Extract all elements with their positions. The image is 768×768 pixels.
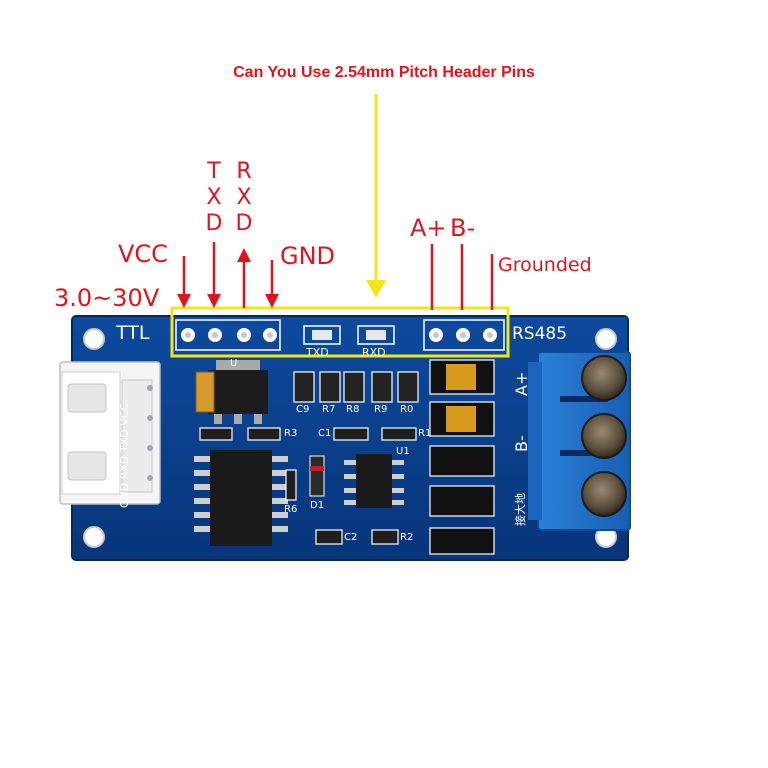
r7-silkscreen: R7	[322, 404, 336, 415]
ic-left	[194, 450, 288, 546]
r3-silkscreen: R3	[284, 428, 298, 439]
rs485-header-pins	[423, 319, 505, 351]
txd-led-silkscreen: TXD	[306, 346, 329, 359]
c9-silkscreen: C9	[296, 404, 310, 415]
jst-connector	[59, 361, 161, 505]
protection-components	[429, 359, 495, 555]
r1-silkscreen: R1	[418, 428, 432, 439]
r6-silkscreen: R6	[284, 504, 298, 515]
gnd-label: GND	[280, 242, 336, 270]
chinese-silkscreen: 接大地	[514, 493, 527, 526]
grounded-label: Grounded	[498, 254, 592, 276]
rxd-letter-r: R	[236, 159, 252, 184]
led-pads	[303, 325, 395, 345]
r8-silkscreen: R8	[346, 404, 360, 415]
txd-letter-x: X	[206, 185, 222, 210]
header-highlight-box	[170, 306, 510, 358]
u1-silkscreen: U1	[396, 446, 410, 457]
rs485-silkscreen: RS485	[512, 324, 568, 344]
c2-silkscreen: C2	[344, 532, 358, 543]
diode-d1	[309, 455, 325, 497]
terminal-b-silkscreen: B-	[512, 435, 531, 452]
txd-letter-d: D	[205, 211, 223, 236]
rxd-led-silkscreen: RXD	[362, 346, 386, 359]
d1-silkscreen: D1	[310, 500, 325, 511]
c1-silkscreen: C1	[318, 428, 332, 439]
small-components	[199, 427, 417, 545]
ttl-silkscreen: TTL	[116, 322, 150, 344]
terminal-a-silkscreen: A+	[512, 371, 531, 396]
ic-u1	[344, 454, 404, 508]
mounting-holes	[83, 328, 617, 548]
ttl-header-pins	[175, 319, 281, 351]
r2-silkscreen: R2	[400, 532, 414, 543]
voltage-label: 3.0~30V	[54, 284, 160, 312]
vcc-label: VCC	[118, 240, 168, 268]
screw-terminal	[528, 351, 631, 531]
txd-letter-t: T	[207, 159, 221, 184]
smd-resistors-row	[293, 371, 419, 403]
u-silkscreen: U	[230, 358, 238, 369]
red-arrows	[177, 242, 494, 310]
r9-silkscreen: R9	[374, 404, 388, 415]
a-plus-label: A+	[410, 214, 447, 242]
tantalum-capacitor	[195, 371, 215, 413]
header-title: Can You Use 2.54mm Pitch Header Pins	[233, 64, 535, 81]
b-minus-label: B-	[450, 214, 476, 242]
yellow-arrow	[366, 94, 386, 298]
rxd-letter-x: X	[236, 185, 252, 210]
connector-pin-silkscreen: GND RXD TXD VCC	[118, 403, 131, 508]
r0-silkscreen: R0	[400, 404, 414, 415]
rxd-letter-d: D	[235, 211, 253, 236]
voltage-regulator	[208, 360, 268, 424]
